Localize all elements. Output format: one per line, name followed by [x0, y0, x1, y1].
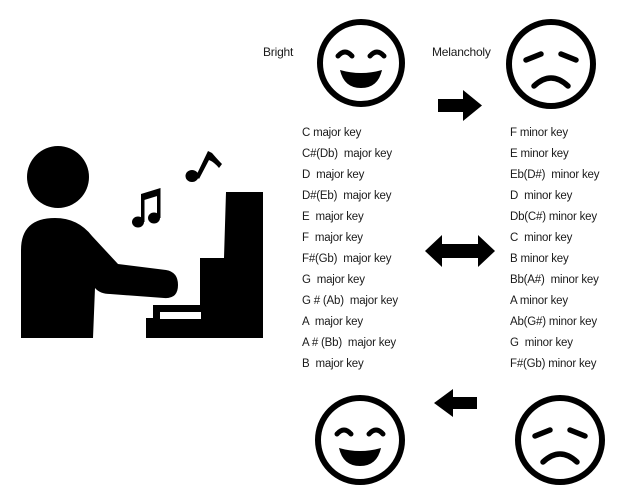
major-key-item: F#(Gb) major key: [302, 253, 392, 265]
major-key-item: B major key: [302, 358, 364, 370]
minor-key-item: D minor key: [510, 190, 573, 202]
beamed-eighth-notes-icon: [132, 188, 161, 228]
major-key-item: E major key: [302, 211, 364, 223]
minor-key-item: Eb(D#) minor key: [510, 169, 600, 181]
smiling-face-icon: [317, 19, 405, 107]
smiling-face-icon: [315, 395, 405, 485]
sad-face-icon: [506, 19, 596, 109]
eighth-note-icon: [185, 151, 222, 182]
arrow-right-icon: [438, 90, 482, 121]
minor-key-item: Bb(A#) minor key: [510, 274, 599, 286]
minor-key-item: A minor key: [510, 295, 568, 307]
major-key-item: C#(Db) major key: [302, 148, 392, 160]
minor-key-item: Db(C#) minor key: [510, 211, 597, 223]
minor-key-item: Ab(G#) minor key: [510, 316, 597, 328]
minor-key-item: F#(Gb) minor key: [510, 358, 597, 370]
major-key-item: G # (Ab) major key: [302, 295, 398, 307]
major-key-item: D major key: [302, 169, 365, 181]
major-key-item: A # (Bb) major key: [302, 337, 396, 349]
major-key-item: G major key: [302, 274, 365, 286]
piano-keys: [160, 312, 201, 319]
double-arrow-icon: [425, 235, 495, 267]
pianist-head: [27, 146, 89, 208]
minor-key-list: F minor key E minor key Eb(D#) minor key…: [510, 123, 599, 375]
sad-face-icon: [515, 395, 605, 485]
minor-key-item: B minor key: [510, 253, 569, 265]
bright-label: Bright: [263, 45, 294, 59]
minor-key-item: F minor key: [510, 127, 568, 139]
major-key-item: F major key: [302, 232, 363, 244]
major-key-list: C major key C#(Db) major key D major key…: [302, 123, 398, 375]
major-key-item: A major key: [302, 316, 363, 328]
major-key-item: C major key: [302, 127, 362, 139]
major-key-item: D#(Eb) major key: [302, 190, 392, 202]
arrow-left-icon: [434, 389, 477, 417]
melancholy-label: Melancholy: [432, 45, 491, 59]
minor-key-item: C minor key: [510, 232, 573, 244]
minor-key-item: E minor key: [510, 148, 569, 160]
piano-body: [146, 192, 263, 338]
pianist-body: [21, 218, 178, 338]
minor-key-item: G minor key: [510, 337, 573, 349]
